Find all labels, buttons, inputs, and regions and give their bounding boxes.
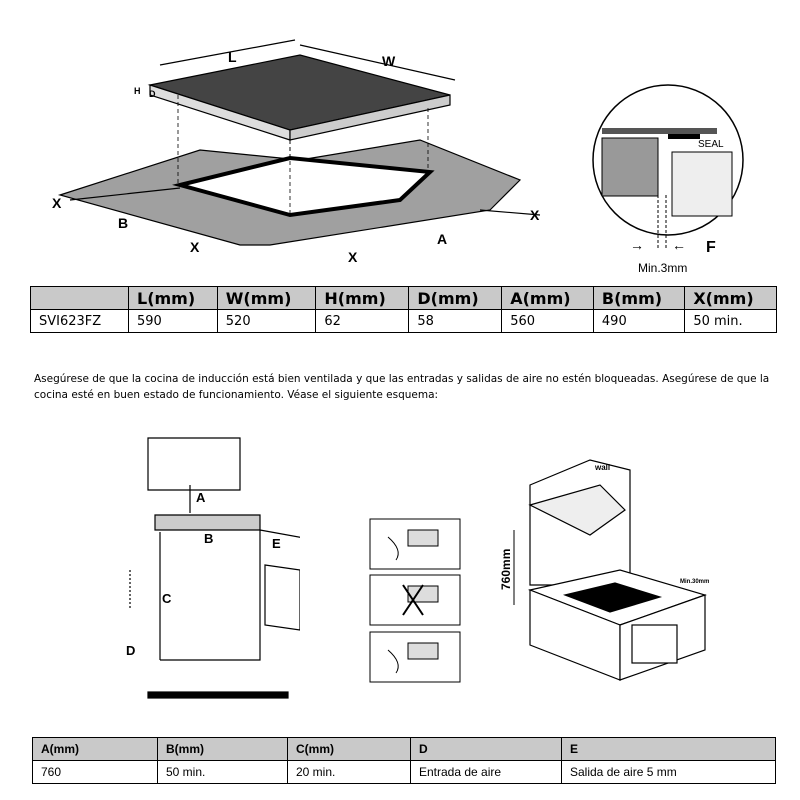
- cell: 20 min.: [287, 760, 411, 784]
- label-b: B: [204, 531, 213, 546]
- table-header-row: L(mm) W(mm) H(mm) D(mm) A(mm) B(mm) X(mm…: [30, 286, 777, 310]
- cell: Salida de aire 5 mm: [561, 760, 776, 784]
- ventilation-diagram: A B C D E: [126, 437, 300, 699]
- label-w: W: [382, 53, 396, 69]
- svg-text:←: ←: [672, 237, 686, 253]
- header-cell: L(mm): [128, 286, 218, 310]
- table-row: SVI623FZ 590 520 62 58 560 490 50 min.: [30, 309, 777, 333]
- header-cell: H(mm): [315, 286, 410, 310]
- svg-text:→: →: [630, 237, 644, 253]
- label-d: D: [126, 643, 135, 658]
- header-cell: A(mm): [32, 737, 158, 761]
- cell: 50 min.: [684, 309, 777, 333]
- hob-cutout-diagram: L W H D X B X X A X: [52, 39, 541, 265]
- header-cell: B(mm): [592, 286, 686, 310]
- seal-detail-diagram: SEAL → ← F Min.3mm: [592, 84, 744, 275]
- label-a: A: [437, 231, 447, 247]
- cell: 560: [501, 309, 594, 333]
- header-cell: W(mm): [216, 286, 317, 310]
- label-d: D: [149, 89, 156, 99]
- header-cell: A(mm): [501, 286, 594, 310]
- min-gap-label: Min.3mm: [638, 261, 687, 275]
- header-cell: E: [561, 737, 776, 761]
- dimensions-table: L(mm) W(mm) H(mm) D(mm) A(mm) B(mm) X(mm…: [30, 286, 777, 333]
- label-a: A: [196, 490, 206, 505]
- f-label: F: [706, 239, 716, 256]
- ventilation-instructions: Asegúrese de que la cocina de inducción …: [34, 373, 770, 401]
- label-x-bottom: X: [348, 249, 358, 265]
- min-30-label: Min.30mm: [680, 579, 709, 585]
- seal-label: SEAL: [698, 139, 724, 150]
- label-b: B: [118, 215, 128, 231]
- label-c: C: [162, 591, 172, 606]
- cell: 520: [216, 309, 317, 333]
- cell: 58: [408, 309, 503, 333]
- label-x-bottom-left: X: [190, 239, 200, 255]
- header-cell: D(mm): [408, 286, 503, 310]
- label-x-left: X: [52, 195, 62, 211]
- vent-examples-diagram: [369, 518, 461, 683]
- cell: SVI623FZ: [30, 309, 129, 333]
- label-l: L: [228, 49, 237, 65]
- cell: 62: [315, 309, 410, 333]
- label-e: E: [272, 536, 281, 551]
- clearance-table: A(mm) B(mm) C(mm) D E 760 50 min. 20 min…: [32, 737, 776, 784]
- header-cell: C(mm): [287, 737, 411, 761]
- cell: 490: [592, 309, 686, 333]
- cell: 760: [32, 760, 158, 784]
- wall-installation-diagram: wall 760mm Min.30mm: [499, 459, 709, 681]
- header-cell: D: [410, 737, 562, 761]
- header-cell: X(mm): [684, 286, 777, 310]
- label-h: H: [134, 86, 141, 96]
- header-cell: B(mm): [157, 737, 288, 761]
- height-760-label: 760mm: [499, 549, 513, 590]
- table-row: 760 50 min. 20 min. Entrada de aire Sali…: [32, 760, 776, 784]
- cell: Entrada de aire: [410, 760, 562, 784]
- cell: 50 min.: [157, 760, 288, 784]
- header-cell: [30, 286, 129, 310]
- table-header-row: A(mm) B(mm) C(mm) D E: [32, 737, 776, 761]
- label-x-right: X: [530, 207, 540, 223]
- cell: 590: [128, 309, 218, 333]
- wall-label: wall: [594, 463, 610, 472]
